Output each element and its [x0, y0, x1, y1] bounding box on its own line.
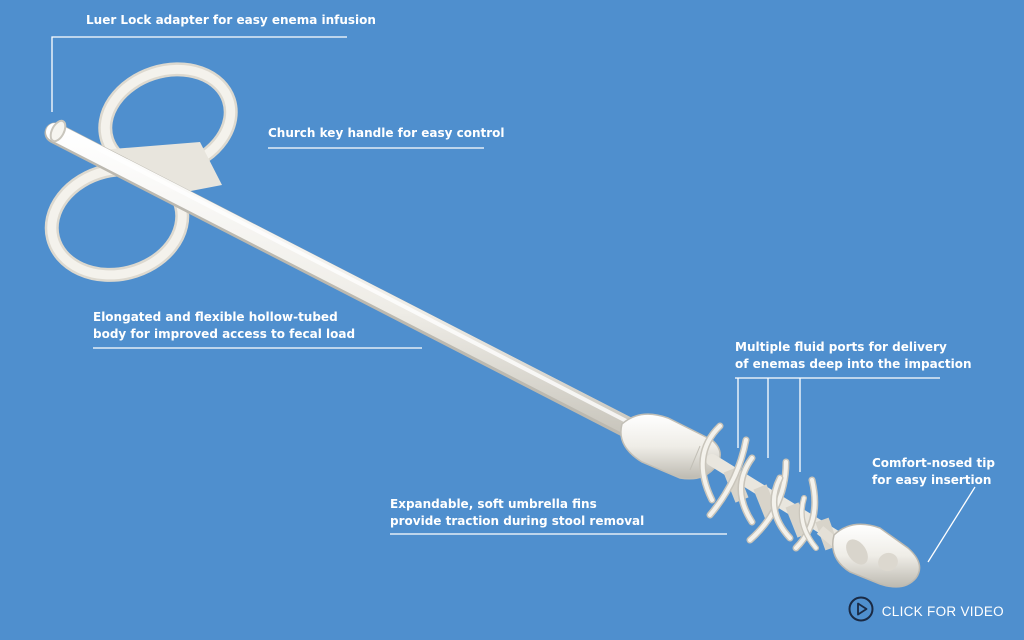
label-luer-text: Luer Lock adapter for easy enema infusio…	[86, 13, 376, 27]
label-body-line-2: body for improved access to fecal load	[93, 327, 356, 341]
label-fins-line-2: provide traction during stool removal	[390, 514, 645, 528]
luer-lock-adapter	[49, 119, 67, 143]
label-handle: Church key handle for easy control	[268, 125, 505, 142]
label-body-line-1: Elongated and flexible hollow-tubed	[93, 310, 338, 324]
label-fins-line-1: Expandable, soft umbrella fins	[390, 497, 597, 511]
click-for-video-button[interactable]: CLICK FOR VIDEO	[848, 596, 1004, 626]
play-circle-icon	[848, 596, 874, 626]
leader-tip	[927, 486, 976, 563]
label-ports-line-2: of enemas deep into the impaction	[735, 357, 972, 371]
label-ports-line-1: Multiple fluid ports for delivery	[735, 340, 947, 354]
leader-lines	[51, 36, 976, 563]
hollow-tube-body	[44, 122, 651, 445]
label-luer-lock: Luer Lock adapter for easy enema infusio…	[86, 12, 376, 29]
label-tip: Comfort-nosed tip for easy insertion	[872, 455, 995, 489]
label-handle-text: Church key handle for easy control	[268, 126, 505, 140]
label-body: Elongated and flexible hollow-tubed body…	[93, 309, 355, 343]
leader-luer	[51, 36, 347, 112]
label-tip-line-2: for easy insertion	[872, 473, 992, 487]
comfort-nosed-tip	[816, 523, 921, 588]
umbrella-fins	[699, 422, 819, 552]
label-fins: Expandable, soft umbrella fins provide t…	[390, 496, 644, 530]
label-ports: Multiple fluid ports for delivery of ene…	[735, 339, 971, 373]
click-for-video-label: CLICK FOR VIDEO	[881, 603, 1004, 619]
label-tip-line-1: Comfort-nosed tip	[872, 456, 995, 470]
